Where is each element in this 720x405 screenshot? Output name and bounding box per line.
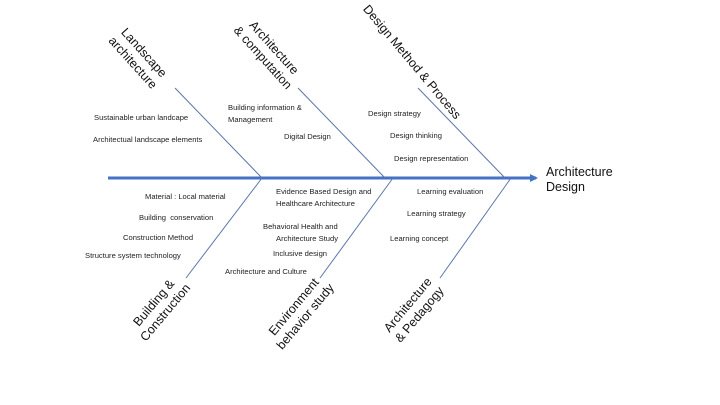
cause-item: Healthcare Architecture [276, 199, 355, 208]
cause-item: Learning concept [390, 234, 449, 243]
category-computation: Architecture& computation [231, 13, 306, 92]
bone-building [185, 177, 263, 279]
category-pedagogy: Architecture& Pedagogy [381, 274, 447, 345]
bone-pedagogy [439, 177, 512, 279]
bone-landscape [174, 87, 263, 179]
cause-item: Construction Method [123, 233, 193, 242]
cause-item: Architecture Study [276, 234, 338, 243]
cause-item: Management [228, 115, 273, 124]
category-building: Building &Construction [126, 271, 193, 343]
cause-item: Sustainable urban landcape [94, 113, 188, 122]
category-landscape: Landscapearchitecture [106, 24, 171, 92]
cause-item: Behavioral Health and [263, 222, 338, 231]
category-method: Design Method & Process [360, 2, 464, 122]
cause-item: Design thinking [390, 131, 442, 140]
cause-item: Architecture and Culture [225, 267, 307, 276]
cause-item: Building information & [228, 103, 302, 112]
cause-item: Design strategy [368, 109, 421, 118]
cause-item: Digital Design [284, 132, 331, 141]
cause-item: Structure system technology [85, 251, 181, 260]
cause-item: Design representation [394, 154, 468, 163]
bone-computation [297, 87, 386, 179]
cause-item: Building conservation [139, 213, 213, 222]
cause-item: Material : Local material [145, 192, 226, 201]
bone-environment [319, 177, 394, 279]
cause-item: Inclusive design [273, 249, 327, 258]
cause-item: Evidence Based Design and [276, 187, 371, 196]
cause-item: Learning strategy [407, 209, 466, 218]
bone-method [417, 87, 506, 179]
cause-item: Architectual landscape elements [93, 135, 203, 144]
cause-item: Learning evaluation [417, 187, 483, 196]
category-environment: Environmentbehavior study [262, 271, 337, 352]
